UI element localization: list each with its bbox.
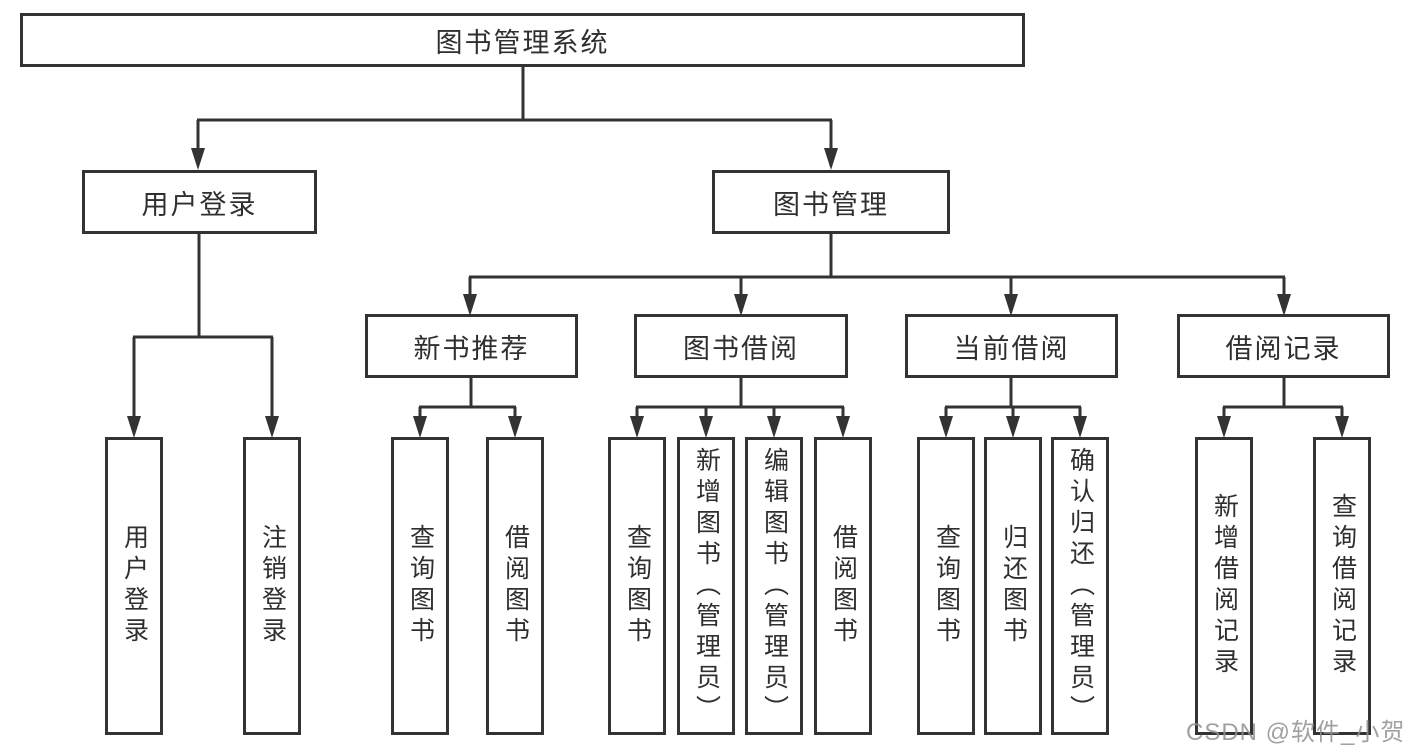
leaf-user-login: 用户登录 [105,437,163,735]
node-label: 新增借阅记录 [1210,493,1239,679]
node-label: 注销登录 [258,524,287,648]
arrowhead-down-icon [630,416,644,438]
leaf-edit-book-admin: 编辑图书（管理员） [745,437,803,735]
node-label: 图书管理系统 [435,27,610,58]
node-label: 确认归还（管理员） [1066,446,1095,726]
node-label: 图书管理 [773,189,889,220]
arrowhead-down-icon [413,416,427,438]
arrowhead-down-icon [191,148,205,170]
leaf-query-book: 查询图书 [917,437,975,735]
leaf-query-borrow-record: 查询借阅记录 [1313,437,1371,735]
node-current-borrow: 当前借阅 [905,314,1118,378]
arrowhead-down-icon [265,416,279,438]
leaf-return-book: 归还图书 [984,437,1042,735]
arrowhead-down-icon [824,148,838,170]
node-label: 查询借阅记录 [1328,493,1357,679]
arrowhead-down-icon [508,416,522,438]
arrowhead-down-icon [1217,416,1231,438]
node-label: 当前借阅 [953,333,1070,364]
node-label: 借阅图书 [829,524,858,648]
node-label: 图书借阅 [683,333,799,364]
node-library-system: 图书管理系统 [20,13,1025,67]
arrowhead-down-icon [734,294,748,316]
leaf-logout: 注销登录 [243,437,301,735]
arrowhead-down-icon [1335,416,1349,438]
arrowhead-down-icon [1073,416,1087,438]
node-book-borrow: 图书借阅 [634,314,848,378]
node-label: 借阅图书 [501,524,530,648]
node-borrow-record: 借阅记录 [1177,314,1390,378]
arrowhead-down-icon [1004,294,1018,316]
node-book-management: 图书管理 [712,170,950,234]
node-user-login: 用户登录 [82,170,317,234]
leaf-query-book: 查询图书 [391,437,449,735]
leaf-add-book-admin: 新增图书（管理员） [677,437,735,735]
arrowhead-down-icon [699,416,713,438]
node-label: 新书推荐 [413,333,530,364]
arrowhead-down-icon [939,416,953,438]
node-label: 归还图书 [999,524,1028,648]
arrowhead-down-icon [767,416,781,438]
csdn-watermark: CSDN @软件_小贺同学 [1186,719,1405,746]
node-label: 查询图书 [406,524,435,648]
node-label: 查询图书 [932,524,961,648]
leaf-confirm-return-admin: 确认归还（管理员） [1051,437,1109,735]
arrowhead-down-icon [1006,416,1020,438]
leaf-borrow-book: 借阅图书 [486,437,544,735]
node-label: 新增图书（管理员） [692,446,721,726]
arrowhead-down-icon [127,416,141,438]
node-new-book-recommend: 新书推荐 [365,314,578,378]
node-label: 编辑图书（管理员） [760,446,789,726]
leaf-query-book: 查询图书 [608,437,666,735]
node-label: 借阅记录 [1225,333,1342,364]
arrowhead-down-icon [463,294,477,316]
arrowhead-down-icon [836,416,850,438]
leaf-add-borrow-record: 新增借阅记录 [1195,437,1253,735]
leaf-borrow-book: 借阅图书 [814,437,872,735]
node-label: 用户登录 [141,189,258,220]
node-label: 用户登录 [120,524,149,648]
node-label: 查询图书 [623,524,652,648]
arrowhead-down-icon [1277,294,1291,316]
